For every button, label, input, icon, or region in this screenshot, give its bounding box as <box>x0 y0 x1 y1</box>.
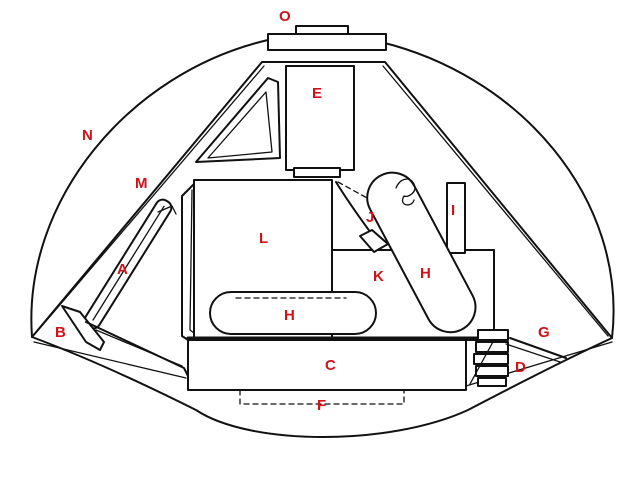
label-l: L <box>259 230 268 247</box>
post-I <box>446 182 466 254</box>
label-d: D <box>515 359 526 376</box>
tank-upper-valve <box>395 178 416 206</box>
bar-G-lower <box>505 343 561 363</box>
label-b: B <box>55 324 66 341</box>
top-hatch <box>267 33 387 51</box>
inner-frame <box>31 61 613 339</box>
strut-A <box>83 198 173 330</box>
label-i: I <box>451 202 455 219</box>
label-f: F <box>317 397 326 414</box>
footpad-B-link <box>95 329 183 367</box>
gusset-inner <box>207 91 273 159</box>
ring-stack-D <box>469 329 509 387</box>
label-h-upper: H <box>420 265 431 282</box>
inner-frame-right-rib <box>382 65 609 337</box>
strut-A-top-hinge <box>157 205 177 215</box>
floor-outline <box>239 389 405 405</box>
label-o: O <box>279 8 291 25</box>
label-a: A <box>117 261 128 278</box>
inner-frame-left-rib <box>34 65 265 335</box>
label-c: C <box>325 357 336 374</box>
label-j: J <box>366 209 374 226</box>
gusset-bracket <box>195 77 281 163</box>
label-m: M <box>135 175 148 192</box>
footpad-B-arm <box>85 321 189 377</box>
base-plate <box>187 339 467 391</box>
label-k: K <box>373 268 384 285</box>
engine-block <box>285 65 355 171</box>
label-e: E <box>312 85 322 102</box>
bar-G <box>509 337 567 359</box>
engine-nozzle <box>293 167 341 178</box>
tank-lower <box>209 291 377 335</box>
lower-left-strut <box>33 341 187 379</box>
tank-upper <box>366 171 477 334</box>
footpad-B <box>61 305 105 351</box>
label-h-lower: H <box>284 307 295 324</box>
label-n: N <box>82 127 93 144</box>
label-g: G <box>538 324 550 341</box>
